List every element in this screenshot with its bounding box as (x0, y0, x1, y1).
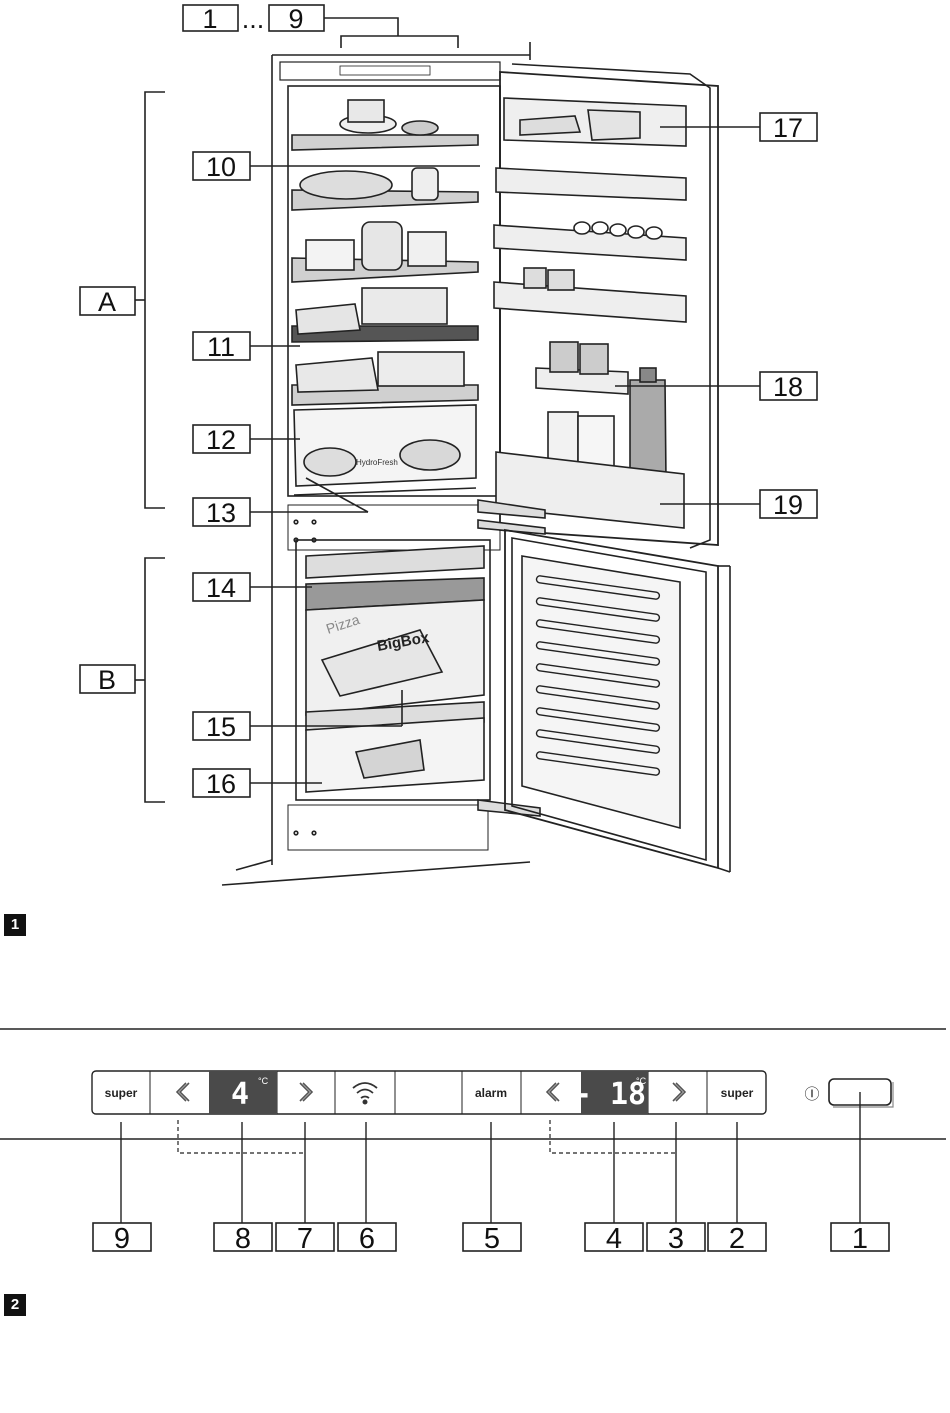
super-right-button[interactable]: super (721, 1086, 754, 1100)
freezer-increase-icon[interactable] (672, 1082, 684, 1102)
figure-2-badge: 2 (4, 1294, 26, 1316)
freezer-decrease-icon[interactable] (545, 1082, 557, 1102)
panel-callout-1: 1 (852, 1223, 868, 1255)
alarm-button[interactable]: alarm (475, 1086, 507, 1100)
freezer-display (581, 1071, 648, 1114)
panel-callout-6: 6 (359, 1223, 375, 1255)
fridge-increase-icon[interactable] (299, 1082, 311, 1102)
fridge-temp: 4 (231, 1077, 249, 1112)
zone-box-a (79, 286, 136, 316)
panel-callout-4: 4 (606, 1223, 622, 1255)
zone-label-b: B (98, 665, 116, 695)
callout-13: 13 (206, 498, 236, 528)
figure-1-badge: 1 (4, 914, 26, 936)
callout-15: 15 (206, 712, 236, 742)
callout-16: 16 (206, 769, 236, 799)
wifi-icon[interactable] (352, 1082, 378, 1105)
fridge-display (209, 1071, 277, 1114)
panel-callout-2: 2 (729, 1223, 745, 1255)
callout-19: 19 (773, 490, 803, 520)
panel-callout-7: 7 (297, 1223, 313, 1255)
callout-top-ellipsis: ... (242, 4, 265, 34)
zone-box-b (79, 664, 136, 694)
callout-18: 18 (773, 372, 803, 402)
zone-label-a: A (98, 287, 116, 317)
callout-top-to: 9 (288, 4, 303, 34)
power-icon: Ⓘ (804, 1085, 819, 1103)
callout-box-1-top (182, 4, 239, 32)
panel-callout-8: 8 (235, 1223, 251, 1255)
fridge-diagram: HydroFresh (79, 4, 818, 886)
freezer-temp: - 18 (574, 1077, 646, 1112)
panel-callout-9: 9 (114, 1223, 130, 1255)
panel-callout-5: 5 (484, 1223, 500, 1255)
super-left-button[interactable]: super (105, 1086, 138, 1100)
callout-11: 11 (207, 332, 235, 362)
callout-10: 10 (206, 152, 236, 182)
freezer-unit: °C (636, 1076, 647, 1086)
panel-callout-3: 3 (668, 1223, 684, 1255)
callout-17: 17 (773, 113, 803, 143)
control-panel-diagram: super 4 °C alarm - 18 °C super Ⓘ 9 8 7 6 (0, 1028, 946, 1255)
svg-text:HydroFresh: HydroFresh (356, 458, 398, 467)
fridge-unit: °C (258, 1076, 269, 1086)
callout-14: 14 (206, 573, 236, 603)
fridge-decrease-icon[interactable] (175, 1082, 187, 1102)
callout-top-from: 1 (202, 4, 217, 34)
callout-12: 12 (206, 425, 236, 455)
